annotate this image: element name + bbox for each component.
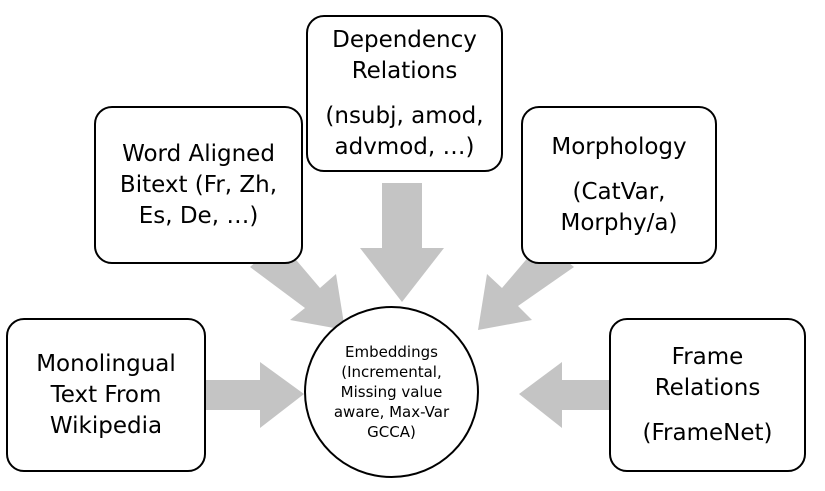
- morphology-detail-line-1: (CatVar,: [572, 178, 666, 205]
- morphology-detail-line-2: Morphy/a): [560, 209, 678, 236]
- embeddings-ellipse: Embeddings (Incremental, Missing value a…: [304, 306, 479, 478]
- monolingual-line-1: Monolingual: [36, 350, 176, 377]
- frame-detail: (FrameNet): [642, 419, 773, 446]
- monolingual-line-3: Wikipedia: [49, 412, 163, 439]
- monolingual-line-2: Text From: [50, 381, 162, 408]
- word-aligned-line-3: Es, De, …): [138, 202, 259, 229]
- morphology-box: Morphology (CatVar, Morphy/a): [521, 106, 717, 264]
- word-aligned-line-2: Bitext (Fr, Zh,: [119, 171, 278, 198]
- monolingual-text-box: Monolingual Text From Wikipedia: [6, 318, 206, 472]
- arrow-from-monolingual: [206, 362, 304, 428]
- dependency-relations-box: Dependency Relations (nsubj, amod, advmo…: [306, 15, 503, 172]
- embeddings-line-3: Missing value: [340, 383, 443, 401]
- dependency-detail-line-2: advmod, …): [334, 133, 475, 160]
- word-aligned-line-1: Word Aligned: [122, 140, 275, 167]
- word-aligned-bitext-box: Word Aligned Bitext (Fr, Zh, Es, De, …): [94, 106, 303, 264]
- morphology-title: Morphology: [551, 133, 687, 160]
- embeddings-line-2: (Incremental,: [341, 363, 442, 381]
- embeddings-line-4: aware, Max-Var: [333, 403, 450, 421]
- frame-relations-box: Frame Relations (FrameNet): [609, 318, 806, 472]
- embeddings-line-5: GCCA): [367, 423, 416, 441]
- frame-title-line-1: Frame: [671, 343, 744, 370]
- embeddings-line-1: Embeddings: [345, 343, 438, 361]
- dependency-title-line-2: Relations: [351, 57, 458, 84]
- arrow-from-dependency: [360, 183, 444, 302]
- arrow-from-frame: [519, 362, 609, 428]
- dependency-title-line-1: Dependency: [332, 26, 477, 53]
- frame-title-line-2: Relations: [654, 374, 761, 401]
- dependency-detail-line-1: (nsubj, amod,: [325, 102, 484, 129]
